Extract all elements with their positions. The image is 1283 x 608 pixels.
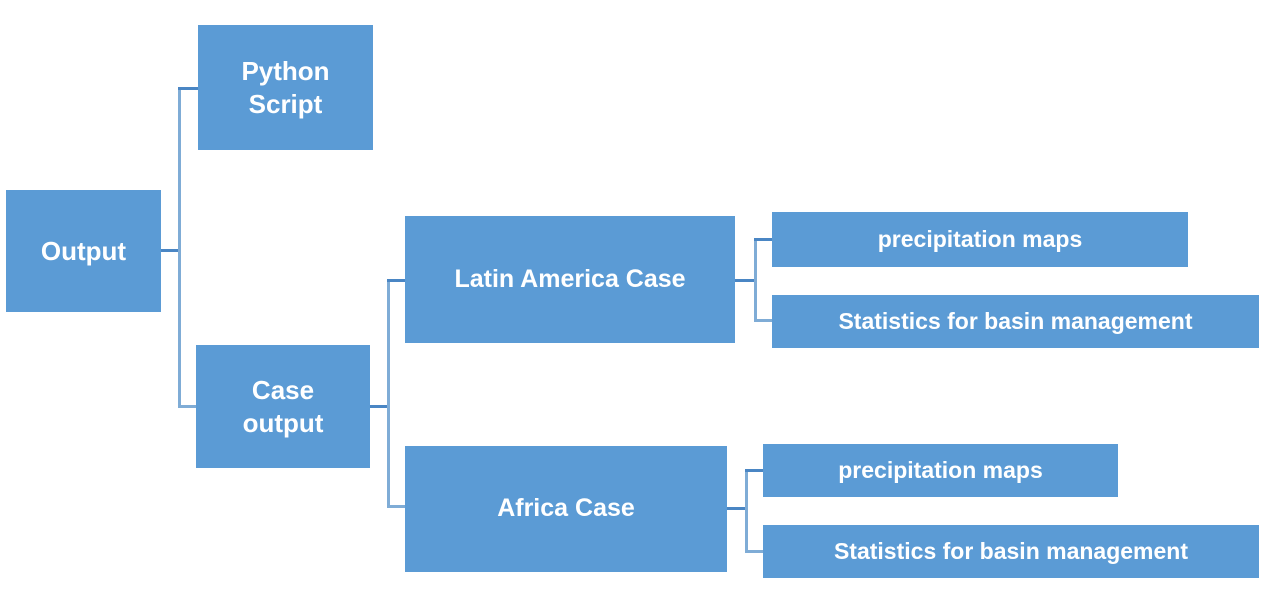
node-python-script[interactable]: Python Script [198, 25, 373, 150]
connector-latin-america-to-precipitation-maps [754, 238, 773, 241]
connector-latin-america-vertical [754, 238, 757, 322]
connector-africa-to-precipitation-maps [745, 469, 764, 472]
connector-latin-america-stem [735, 279, 755, 282]
connector-latin-america-to-statistics [754, 319, 773, 322]
node-africa-statistics[interactable]: Statistics for basin management [763, 525, 1259, 578]
node-africa-precipitation-maps[interactable]: precipitation maps [763, 444, 1118, 497]
connector-case-output-stem [370, 405, 389, 408]
node-case-output[interactable]: Case output [196, 345, 370, 468]
connector-output-to-case-output [178, 405, 199, 408]
connector-africa-stem [727, 507, 746, 510]
node-africa-case[interactable]: Africa Case [405, 446, 727, 572]
connector-africa-to-statistics [745, 550, 764, 553]
connector-output-to-python-script [178, 87, 199, 90]
node-latin-precipitation-maps[interactable]: precipitation maps [772, 212, 1188, 267]
connector-africa-vertical [745, 469, 748, 553]
connector-case-output-vertical [387, 279, 390, 508]
node-output[interactable]: Output [6, 190, 161, 312]
node-latin-america-case[interactable]: Latin America Case [405, 216, 735, 343]
connector-output-stem [161, 249, 180, 252]
node-latin-statistics[interactable]: Statistics for basin management [772, 295, 1259, 348]
connector-case-output-to-latin-america [387, 279, 407, 282]
connector-case-output-to-africa [387, 505, 407, 508]
connector-output-vertical [178, 87, 181, 407]
